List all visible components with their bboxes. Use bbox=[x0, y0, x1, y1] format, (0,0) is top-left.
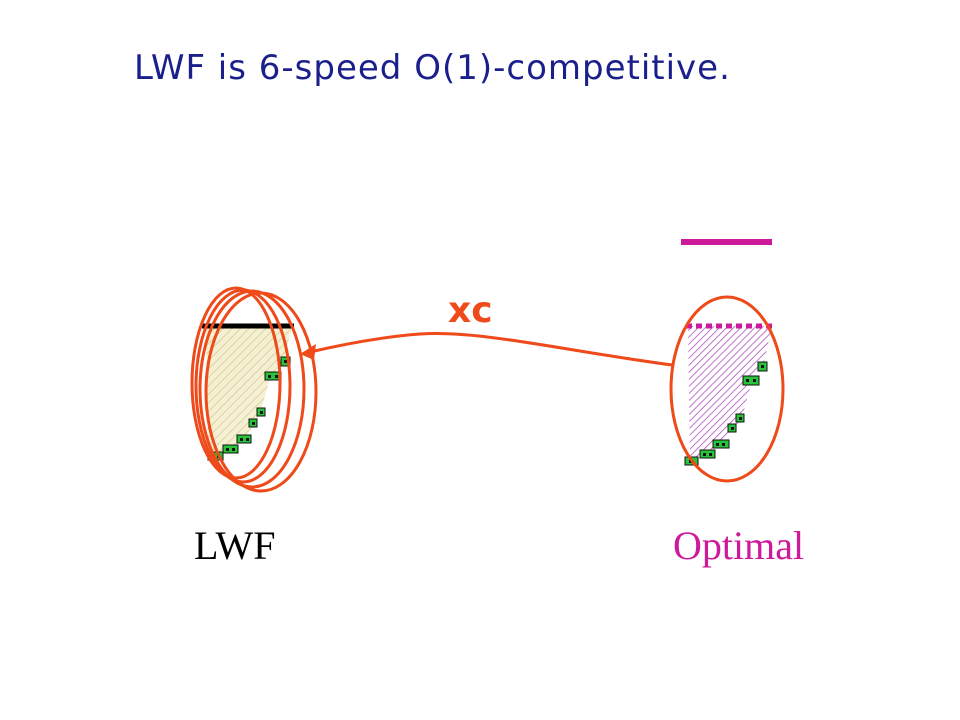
lwf-ellipse-4 bbox=[204, 291, 318, 493]
lwf-ellipse-1 bbox=[190, 286, 282, 480]
job-square-icon bbox=[222, 444, 239, 454]
optimal-caption: Optimal bbox=[673, 523, 805, 568]
lwf-hatched-area bbox=[206, 326, 292, 458]
job-square-icon bbox=[712, 439, 730, 449]
arrow-curve bbox=[309, 332, 673, 367]
arrow-head-icon bbox=[300, 344, 316, 360]
lwf-group bbox=[190, 286, 318, 493]
arrow-label: xc bbox=[448, 290, 493, 331]
optimal-group bbox=[669, 239, 785, 483]
lwf-ellipse-3 bbox=[198, 289, 306, 489]
job-square-icon bbox=[742, 375, 760, 386]
slide-title: LWF is 6-speed O(1)-competitive. bbox=[134, 48, 731, 88]
lwf-caption: LWF bbox=[194, 523, 276, 568]
lwf-ellipses bbox=[190, 286, 318, 493]
optimal-hatched-area bbox=[688, 326, 772, 462]
mapping-arrow bbox=[300, 332, 673, 367]
lwf-ellipse-2 bbox=[194, 288, 292, 484]
job-square-icon bbox=[699, 449, 716, 459]
optimal-ellipse bbox=[669, 295, 785, 483]
job-square-icon bbox=[236, 434, 252, 444]
